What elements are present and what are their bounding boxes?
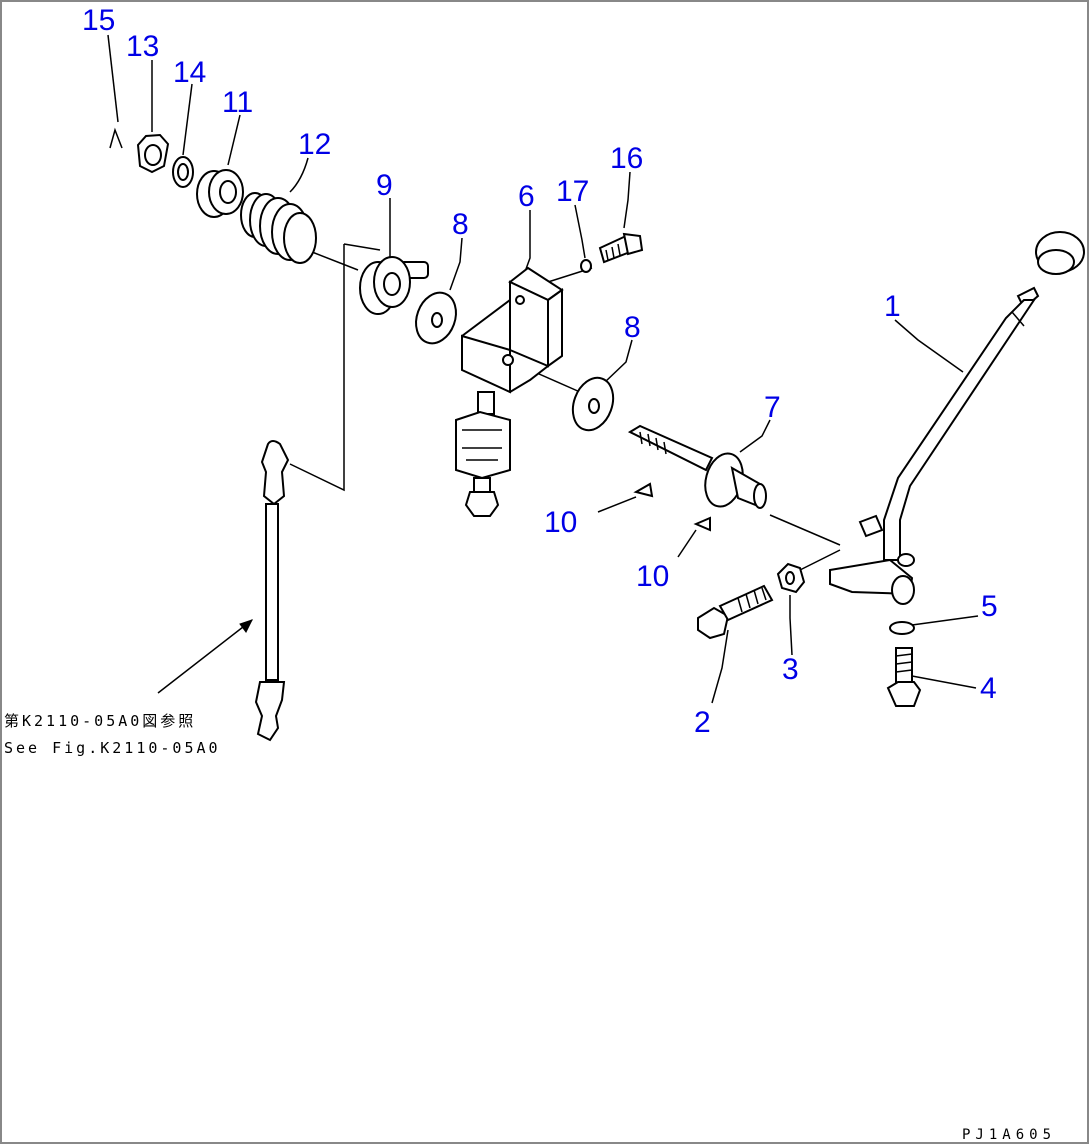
callouts: 15 13 14 11 12 9 8 6 17 16 1 8 7 10 10 5… [82,4,998,739]
part-8-washer-upper [415,291,457,345]
callout-15: 15 [82,4,115,37]
reference-note: 第K2110-05A0図参照 See Fig.K2110-05A0 [4,712,221,757]
callout-4: 4 [980,672,997,705]
callout-16: 16 [610,142,643,175]
assembly-lines [289,243,841,571]
part-13-nut [136,133,170,174]
part-5-snap-ring [889,621,915,635]
callout-3: 3 [782,653,799,686]
callout-12: 12 [298,128,331,161]
drawing-id: PJ1A605 [962,1127,1056,1143]
part-6-bracket [455,266,564,517]
reference-note-english: See Fig.K2110-05A0 [4,739,221,757]
part-16-small-bolt [598,232,644,264]
callout-13: 13 [126,30,159,63]
callout-10-upper: 10 [544,506,577,539]
part-7-shaft [627,424,767,509]
part-4-bolt [886,647,922,707]
part-9-guide [359,256,429,315]
callout-9: 9 [376,169,393,202]
callout-5: 5 [981,590,998,623]
part-14-washer [172,156,194,188]
callout-1: 1 [884,290,901,323]
part-10-pin-b [693,516,711,532]
part-10-pin-a [633,482,654,498]
callout-17: 17 [556,175,589,208]
part-2-bolt [697,584,774,640]
leader-lines [107,34,979,704]
part-1-lever [829,231,1085,605]
callout-7: 7 [764,391,781,424]
part-12-spring [240,192,317,264]
part-8-washer-lower [571,376,615,432]
callout-14: 14 [173,56,206,89]
callout-6: 6 [518,180,535,213]
callout-2: 2 [694,706,711,739]
callout-10-lower: 10 [636,560,669,593]
part-3-nut [776,562,806,594]
part-17-small-washer [580,259,592,273]
callout-8-upper: 8 [452,208,469,241]
link-rod [254,440,290,742]
part-11-seat [196,169,244,218]
callout-8-lower: 8 [624,311,641,344]
reference-note-japanese: 第K2110-05A0図参照 [4,712,196,730]
callout-11: 11 [222,86,253,119]
